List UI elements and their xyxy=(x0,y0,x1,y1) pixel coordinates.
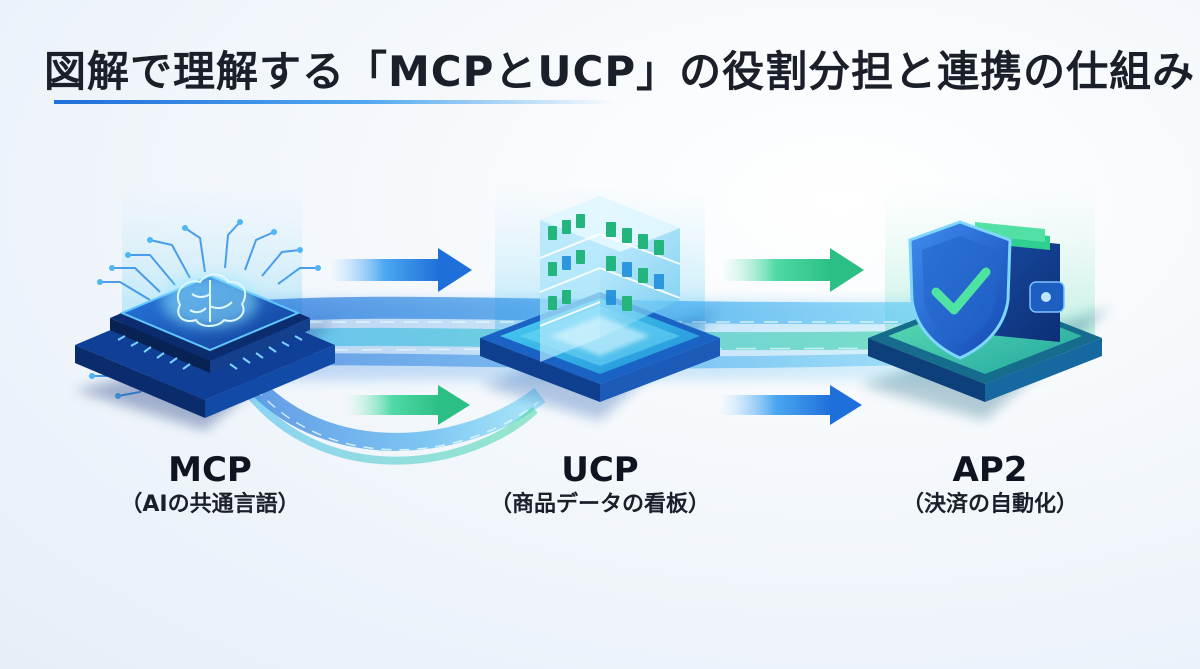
node-ucp-name: UCP xyxy=(561,450,639,490)
node-mcp-desc: （AIの共通言語） xyxy=(120,492,300,517)
shield-wallet-icon xyxy=(860,220,1110,420)
title-underline xyxy=(54,100,614,104)
arrow-mcp-ucp-bottom xyxy=(345,385,470,425)
arrow-mcp-ucp-top xyxy=(330,248,472,292)
arrow-ucp-ap2-bottom xyxy=(720,385,862,425)
node-ucp-desc: （商品データの看板） xyxy=(489,492,710,517)
node-ap2-name: AP2 xyxy=(952,450,1028,490)
page-title: 図解で理解する「MCPとUCP」の役割分担と連携の仕組み xyxy=(44,47,1196,96)
brain-chip-icon xyxy=(75,219,335,430)
node-ap2-desc: （決済の自動化） xyxy=(901,492,1078,517)
node-mcp: MCP （AIの共通言語） xyxy=(60,450,360,520)
product-shelf-icon xyxy=(480,196,720,420)
node-ap2: AP2 （決済の自動化） xyxy=(840,450,1140,520)
node-ucp: UCP （商品データの看板） xyxy=(450,450,750,520)
arrow-ucp-ap2-top xyxy=(720,248,864,292)
node-mcp-name: MCP xyxy=(168,450,252,490)
